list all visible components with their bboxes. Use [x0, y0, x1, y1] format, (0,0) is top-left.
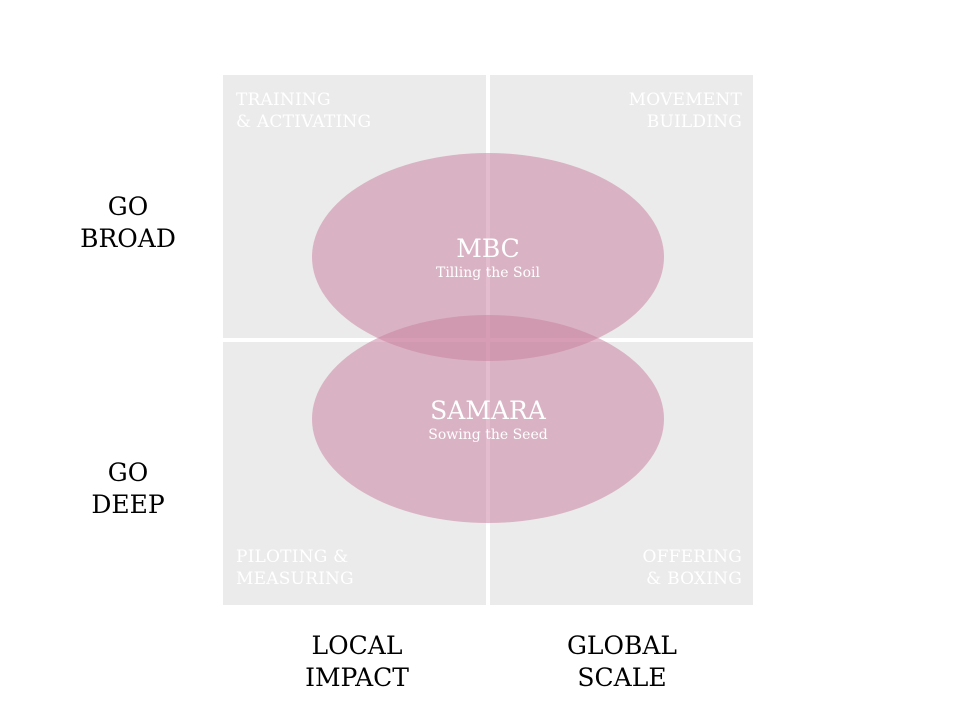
ellipse-samara-title: SAMARA [430, 396, 546, 425]
ellipse-samara [312, 315, 664, 523]
quadrant-label-movement-building: MOVEMENT BUILDING [628, 90, 742, 132]
row-label-go-deep: GO DEEP [91, 458, 165, 519]
ellipse-mbc-subtitle: Tilling the Soil [435, 265, 541, 281]
column-label-global-scale: GLOBAL SCALE [566, 631, 678, 692]
ellipse-mbc [312, 153, 664, 361]
quadrant-label-piloting-measuring: PILOTING & MEASURING [236, 547, 354, 589]
row-label-go-broad: GO BROAD [80, 192, 176, 253]
ellipse-mbc-title: MBC [456, 234, 520, 263]
ellipse-samara-subtitle: Sowing the Seed [428, 427, 548, 443]
quadrant-label-training-activating: TRAINING & ACTIVATING [236, 90, 372, 132]
ellipse-samara-label: SAMARA Sowing the Seed [388, 396, 588, 444]
quadrant-label-offering-boxing: OFFERING & BOXING [642, 547, 742, 589]
column-label-local-impact: LOCAL IMPACT [305, 631, 409, 692]
ellipse-mbc-label: MBC Tilling the Soil [388, 234, 588, 282]
